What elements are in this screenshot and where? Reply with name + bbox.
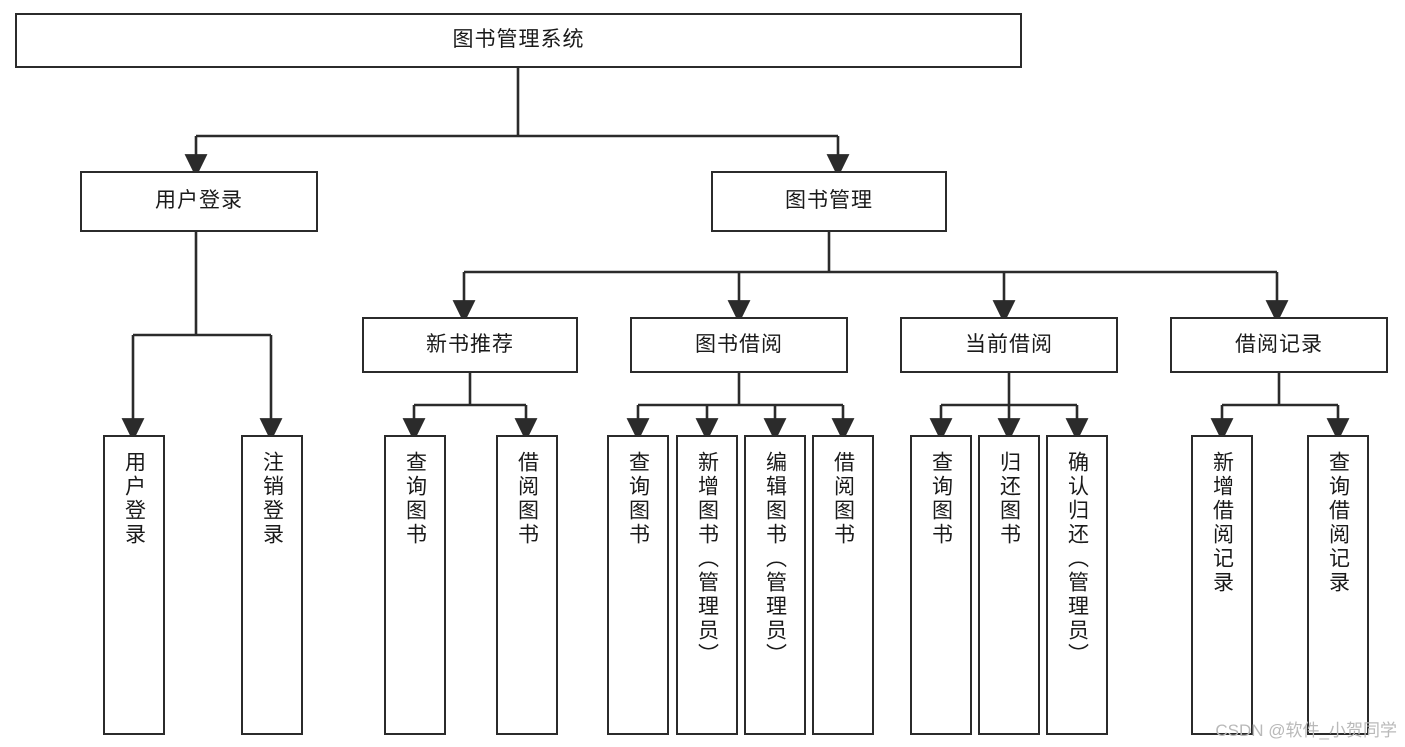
node-leaf-logout-login-label: 注销登录 bbox=[260, 451, 284, 547]
node-leaf-edit-book-label: 编辑图书（管理员） bbox=[763, 451, 787, 667]
node-leaf-return-book[interactable]: 归还图书 bbox=[978, 435, 1040, 735]
node-borrow-record[interactable]: 借阅记录 bbox=[1170, 317, 1388, 373]
node-leaf-borrow-book-rec-label: 借阅图书 bbox=[515, 451, 539, 547]
node-leaf-borrow-book-label: 借阅图书 bbox=[831, 451, 855, 547]
node-leaf-query-book-rec[interactable]: 查询图书 bbox=[384, 435, 446, 735]
node-book-manage[interactable]: 图书管理 bbox=[711, 171, 947, 232]
node-leaf-query-record[interactable]: 查询借阅记录 bbox=[1307, 435, 1369, 735]
node-leaf-add-book[interactable]: 新增图书（管理员） bbox=[676, 435, 738, 735]
node-leaf-confirm-return[interactable]: 确认归还（管理员） bbox=[1046, 435, 1108, 735]
node-leaf-query-book-rec-label: 查询图书 bbox=[403, 451, 427, 547]
node-leaf-add-record[interactable]: 新增借阅记录 bbox=[1191, 435, 1253, 735]
node-root[interactable]: 图书管理系统 bbox=[15, 13, 1022, 68]
node-leaf-confirm-return-label: 确认归还（管理员） bbox=[1065, 451, 1089, 667]
node-leaf-query-book-current[interactable]: 查询图书 bbox=[910, 435, 972, 735]
node-leaf-add-book-label: 新增图书（管理员） bbox=[695, 451, 719, 667]
node-leaf-query-book-current-label: 查询图书 bbox=[929, 451, 953, 547]
node-new-book-rec-label: 新书推荐 bbox=[426, 332, 514, 356]
node-current-borrow-label: 当前借阅 bbox=[965, 332, 1053, 356]
node-current-borrow[interactable]: 当前借阅 bbox=[900, 317, 1118, 373]
node-leaf-user-login-label: 用户登录 bbox=[122, 451, 146, 547]
node-leaf-query-book-borrow[interactable]: 查询图书 bbox=[607, 435, 669, 735]
node-leaf-query-record-label: 查询借阅记录 bbox=[1326, 451, 1350, 595]
node-root-label: 图书管理系统 bbox=[452, 28, 585, 52]
node-user-login-label: 用户登录 bbox=[155, 189, 243, 213]
csdn-watermark: CSDN @软件_小贺同学 bbox=[1215, 721, 1397, 740]
node-leaf-borrow-book-rec[interactable]: 借阅图书 bbox=[496, 435, 558, 735]
node-leaf-query-book-borrow-label: 查询图书 bbox=[626, 451, 650, 547]
node-leaf-return-book-label: 归还图书 bbox=[997, 451, 1021, 547]
node-leaf-add-record-label: 新增借阅记录 bbox=[1210, 451, 1234, 595]
node-book-manage-label: 图书管理 bbox=[785, 189, 873, 213]
node-new-book-rec[interactable]: 新书推荐 bbox=[362, 317, 578, 373]
node-book-borrow-label: 图书借阅 bbox=[695, 332, 783, 356]
node-leaf-edit-book[interactable]: 编辑图书（管理员） bbox=[744, 435, 806, 735]
node-leaf-logout-login[interactable]: 注销登录 bbox=[241, 435, 303, 735]
node-leaf-user-login[interactable]: 用户登录 bbox=[103, 435, 165, 735]
node-book-borrow[interactable]: 图书借阅 bbox=[630, 317, 848, 373]
node-leaf-borrow-book[interactable]: 借阅图书 bbox=[812, 435, 874, 735]
node-borrow-record-label: 借阅记录 bbox=[1235, 332, 1323, 356]
node-user-login[interactable]: 用户登录 bbox=[80, 171, 318, 232]
